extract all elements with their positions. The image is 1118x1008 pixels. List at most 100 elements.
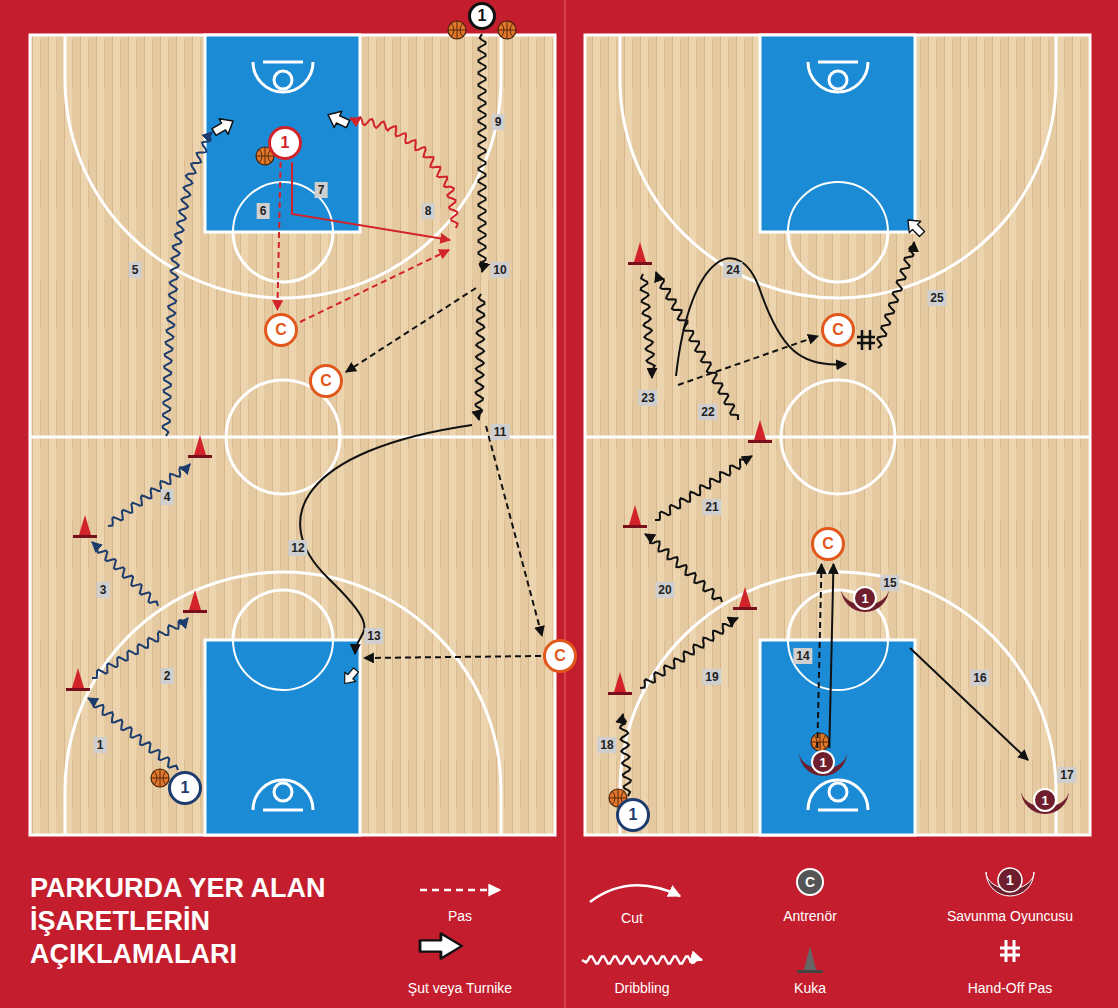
cone <box>608 672 632 695</box>
marker-text: 1 <box>629 807 638 823</box>
cut-path <box>292 162 450 240</box>
callout-number: 6 <box>257 203 270 219</box>
dribble-path <box>88 698 178 770</box>
midcourt-line <box>585 436 1090 439</box>
coach-marker: C <box>543 639 577 673</box>
legend-cut-sample <box>590 885 680 902</box>
marker-text: C <box>275 322 287 338</box>
marker-text: 1 <box>281 135 290 151</box>
legend-dribble-sample <box>582 957 702 964</box>
legend-text: Cut <box>621 910 643 926</box>
pass-path <box>678 336 818 385</box>
cone <box>183 590 207 613</box>
divider <box>564 0 566 1008</box>
dribble-path <box>350 117 458 228</box>
dribble-path <box>479 34 486 272</box>
cone <box>748 420 772 443</box>
legend-icon-text: C <box>805 874 815 890</box>
callout-number: 9 <box>492 114 505 130</box>
callout-number: 20 <box>655 582 674 598</box>
marker-text: 1 <box>478 8 487 24</box>
pass-path <box>486 426 542 636</box>
ball <box>811 733 829 751</box>
callout-number: 14 <box>793 648 812 664</box>
cut-path <box>300 425 472 654</box>
marker-text: C <box>822 536 834 552</box>
coach-marker: C <box>811 527 845 561</box>
coach-marker: C <box>821 313 855 347</box>
court-floor <box>585 35 1090 835</box>
dribble-path <box>641 274 655 378</box>
dribble-path <box>640 618 738 688</box>
dribble-path <box>476 294 485 420</box>
dribble-path <box>92 618 188 678</box>
legend-text: Pas <box>448 908 472 924</box>
cut-path <box>676 258 846 376</box>
court-lines <box>65 35 501 835</box>
callout-number: 8 <box>422 203 435 219</box>
shot-arrow <box>210 113 238 140</box>
cone <box>628 242 652 265</box>
dribble-path <box>92 542 158 606</box>
marker-text: C <box>554 648 566 664</box>
callout-number: 18 <box>597 737 616 753</box>
callout-number: 25 <box>927 290 946 306</box>
marker-text: 1 <box>861 592 868 605</box>
legend-pass-sample <box>420 889 500 892</box>
marker-text: 1 <box>1041 794 1048 807</box>
cone <box>73 515 97 538</box>
legend-defense-sample <box>998 868 1022 892</box>
legend-text: Şut veya Turnike <box>408 980 512 996</box>
cone <box>733 587 757 610</box>
callout-number: 7 <box>315 182 328 198</box>
cut-path <box>910 648 1028 760</box>
legend-text: Antrenör <box>783 908 837 924</box>
ball <box>151 769 169 787</box>
callout-number: 19 <box>702 669 721 685</box>
callout-number: 24 <box>723 262 742 278</box>
callout-number: 11 <box>491 424 510 440</box>
legend-handoff-sample <box>1000 940 1020 962</box>
shot-arrow <box>902 214 927 239</box>
pass-path <box>346 288 476 372</box>
ball <box>498 21 516 39</box>
court-lines <box>620 35 1056 835</box>
legend-text: Kuka <box>794 980 826 996</box>
callout-number: 2 <box>161 668 174 684</box>
cut-connector <box>829 564 833 748</box>
legend-cone-sample <box>804 946 816 970</box>
shot-arrow <box>339 665 361 688</box>
marker-text: C <box>832 322 844 338</box>
legend-coach-sample <box>797 869 823 895</box>
defense-player: 1 <box>853 586 877 610</box>
legend-text: Hand-Off Pas <box>968 980 1053 996</box>
dribble-path <box>620 714 631 796</box>
defense-player: 1 <box>811 750 835 774</box>
player-marker: 1 <box>468 2 496 30</box>
dribble-path <box>655 456 752 520</box>
callout-number: 17 <box>1057 767 1076 783</box>
legend-text: Dribbling <box>614 980 669 996</box>
coach-marker: C <box>309 364 343 398</box>
marker-text: 1 <box>181 780 190 796</box>
player-marker: 1 <box>168 771 202 805</box>
cone <box>623 505 647 528</box>
callout-number: 12 <box>288 540 307 556</box>
dribble-path <box>108 464 190 526</box>
legend-title: PARKURDA YER ALAN İŞARETLERİN AÇIKLAMALA… <box>30 872 360 971</box>
ball <box>448 21 466 39</box>
dribble-path <box>645 534 722 602</box>
marker-text: C <box>320 373 332 389</box>
player-marker: 1 <box>268 126 302 160</box>
callout-number: 23 <box>638 390 657 406</box>
court-floor <box>30 35 555 835</box>
cone <box>66 668 90 691</box>
dribble-path <box>163 132 212 436</box>
callout-number: 13 <box>364 628 383 644</box>
marker-text: 1 <box>819 756 826 769</box>
midcourt-line <box>30 436 555 439</box>
defense-player: 1 <box>1033 788 1057 812</box>
legend-text: Savunma Oyuncusu <box>947 908 1073 924</box>
pass-path <box>300 250 449 322</box>
